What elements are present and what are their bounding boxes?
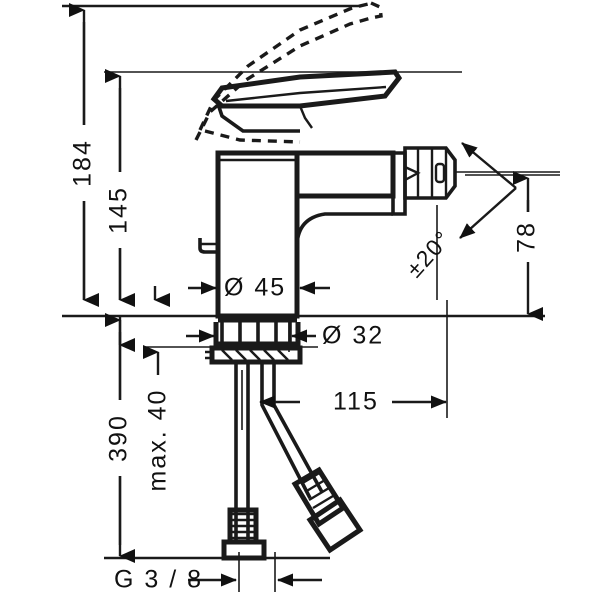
dimension-label-max-40: max. 40	[144, 389, 172, 492]
lever-base	[216, 103, 300, 133]
lever-raised-tip	[370, 1, 383, 20]
aerator-outlet	[434, 162, 446, 184]
popup-lever-lug	[198, 238, 218, 254]
dimension-label-diameter-45: Ø 45	[224, 274, 286, 302]
spout-inner-curve	[295, 212, 393, 316]
extension-lines	[62, 4, 560, 592]
lever-outline	[210, 69, 403, 109]
lever-detail	[298, 105, 313, 129]
aerator-ball-joint	[403, 165, 421, 183]
hose-left-nut	[221, 539, 267, 561]
dimension-aerator-height: 78	[512, 171, 544, 321]
shank-rods	[220, 322, 292, 348]
hose-left-knurl	[232, 512, 254, 540]
dimension-label-thread: G 3 / 8	[114, 566, 203, 594]
dimension-label-390: 390	[105, 414, 133, 462]
lever-raised-dashed	[194, 1, 383, 144]
dimension-tail-length: 390	[102, 313, 136, 563]
dimension-thread-size: G 3 / 8	[114, 566, 322, 594]
hose-right-nut	[306, 496, 364, 554]
lever-raised-hinge	[204, 129, 301, 144]
dimension-projection: 115	[259, 388, 447, 416]
clamp-tab	[205, 350, 212, 360]
dimension-label-swivel-angle: ±20°	[401, 225, 456, 282]
dim-78-text-mask	[512, 212, 544, 262]
dimension-spout-height: 145	[102, 69, 136, 352]
swivel-arrow-lower	[459, 187, 517, 239]
dim-184-text-mask	[66, 125, 100, 201]
dim-145-text-mask	[102, 172, 136, 248]
dimension-shank-diameter: Ø 32	[186, 322, 384, 350]
dim-390-text-mask	[102, 400, 136, 476]
aerator-body	[403, 146, 457, 200]
dimension-body-diameter: Ø 45	[188, 274, 330, 302]
swivel-arrow-upper	[461, 142, 517, 189]
dimension-label-78: 78	[513, 221, 541, 253]
flex-hose-left	[221, 507, 267, 561]
lever-handle	[210, 69, 403, 133]
dimension-label-diameter-32: Ø 32	[322, 322, 384, 350]
clamp-knurl	[221, 349, 289, 361]
shank-assembly	[205, 317, 303, 365]
dim-max40-text-mask	[140, 375, 176, 505]
dimension-max-thickness: max. 40	[140, 345, 176, 505]
aerator-head	[391, 146, 457, 216]
hose-left-body	[234, 520, 250, 540]
threaded-rods	[234, 362, 250, 520]
dimension-label-145: 145	[105, 186, 133, 234]
faucet-geometry	[194, 1, 457, 561]
lever-crease	[225, 85, 387, 103]
dimension-label-115: 115	[333, 388, 379, 416]
dimension-total-height: 184	[66, 3, 100, 307]
aerator-neck	[391, 151, 407, 216]
lever-raised-upper	[198, 1, 373, 131]
hose-right-knurl	[300, 470, 334, 510]
dimension-label-184: 184	[69, 139, 97, 187]
